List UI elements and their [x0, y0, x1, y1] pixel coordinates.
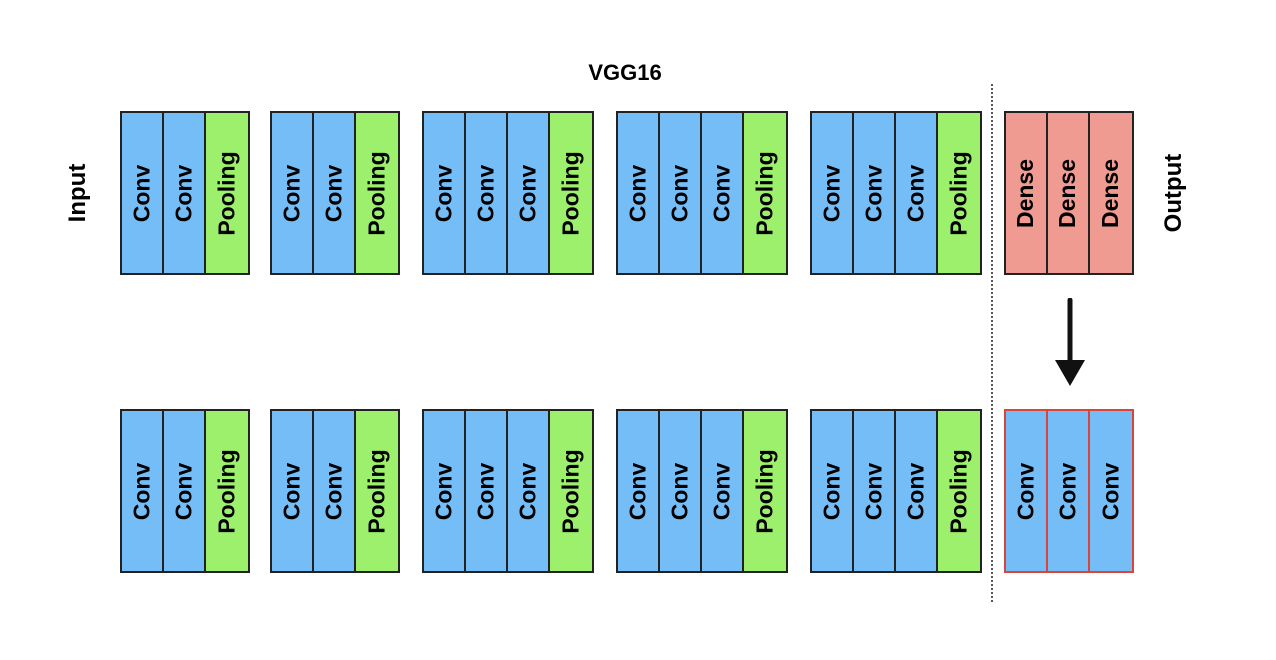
bottom-block-5: Conv Conv Conv Pooling — [810, 409, 982, 573]
conv-layer: Conv — [854, 113, 896, 273]
conv-layer: Conv — [702, 411, 744, 571]
diagram-title: VGG16 — [588, 60, 662, 85]
pooling-layer: Pooling — [206, 411, 248, 571]
top-block-4: Conv Conv Conv Pooling — [616, 111, 788, 275]
bottom-block-4: Conv Conv Conv Pooling — [616, 409, 788, 573]
pooling-layer: Pooling — [938, 411, 980, 571]
down-arrow-icon — [1055, 298, 1085, 386]
conv-layer: Conv — [660, 411, 702, 571]
dense-layer: Dense — [1090, 113, 1132, 273]
conv-layer: Conv — [466, 411, 508, 571]
conv-layer: Conv — [1048, 411, 1090, 571]
conv-layer: Conv — [702, 113, 744, 273]
conv-layer: Conv — [122, 113, 164, 273]
pooling-layer: Pooling — [550, 411, 592, 571]
pooling-layer: Pooling — [356, 113, 398, 273]
conv-layer: Conv — [272, 411, 314, 571]
conv-layer: Conv — [164, 411, 206, 571]
conv-layer: Conv — [812, 113, 854, 273]
conv-layer: Conv — [812, 411, 854, 571]
top-dense-head: Dense Dense Dense — [1004, 111, 1134, 275]
conv-layer: Conv — [122, 411, 164, 571]
conv-layer: Conv — [466, 113, 508, 273]
conv-layer: Conv — [618, 411, 660, 571]
dotted-divider — [991, 84, 993, 602]
conv-layer: Conv — [314, 113, 356, 273]
conv-layer: Conv — [896, 411, 938, 571]
top-block-5: Conv Conv Conv Pooling — [810, 111, 982, 275]
dense-layer: Dense — [1048, 113, 1090, 273]
pooling-layer: Pooling — [938, 113, 980, 273]
conv-layer: Conv — [424, 113, 466, 273]
conv-layer: Conv — [660, 113, 702, 273]
pooling-layer: Pooling — [744, 113, 786, 273]
pooling-layer: Pooling — [550, 113, 592, 273]
dense-layer: Dense — [1006, 113, 1048, 273]
conv-layer: Conv — [896, 113, 938, 273]
bottom-block-2: Conv Conv Pooling — [270, 409, 400, 573]
conv-layer: Conv — [1006, 411, 1048, 571]
conv-layer: Conv — [508, 411, 550, 571]
conv-layer: Conv — [164, 113, 206, 273]
conv-layer: Conv — [272, 113, 314, 273]
output-label: Output — [1160, 153, 1187, 233]
conv-layer: Conv — [314, 411, 356, 571]
top-block-3: Conv Conv Conv Pooling — [422, 111, 594, 275]
conv-layer: Conv — [854, 411, 896, 571]
top-block-1: Conv Conv Pooling — [120, 111, 250, 275]
conv-layer: Conv — [424, 411, 466, 571]
pooling-layer: Pooling — [356, 411, 398, 571]
bottom-block-3: Conv Conv Conv Pooling — [422, 409, 594, 573]
conv-layer: Conv — [1090, 411, 1132, 571]
bottom-block-1: Conv Conv Pooling — [120, 409, 250, 573]
pooling-layer: Pooling — [744, 411, 786, 571]
conv-layer: Conv — [618, 113, 660, 273]
pooling-layer: Pooling — [206, 113, 248, 273]
conv-layer: Conv — [508, 113, 550, 273]
top-block-2: Conv Conv Pooling — [270, 111, 400, 275]
input-label: Input — [64, 163, 91, 223]
bottom-conv-head: Conv Conv Conv — [1004, 409, 1134, 573]
